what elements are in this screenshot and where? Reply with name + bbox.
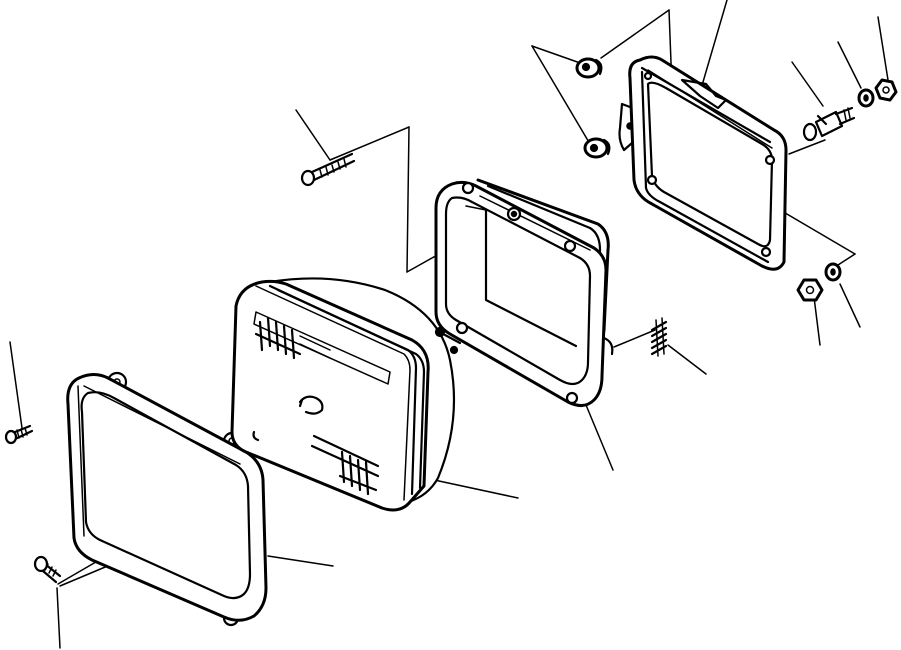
grommets bbox=[575, 57, 611, 159]
screw-front-bottom bbox=[33, 555, 62, 584]
adjuster-bolt bbox=[802, 106, 856, 142]
screw-front-top bbox=[4, 424, 34, 445]
washer bbox=[824, 88, 875, 282]
rear-bracket bbox=[618, 55, 788, 271]
spring bbox=[650, 317, 668, 357]
nut bbox=[796, 78, 898, 302]
mounting-shell bbox=[434, 178, 614, 407]
bezel-ring bbox=[66, 371, 268, 627]
sealed-beam-lamp bbox=[230, 277, 462, 512]
adjusting-screw bbox=[300, 152, 356, 187]
